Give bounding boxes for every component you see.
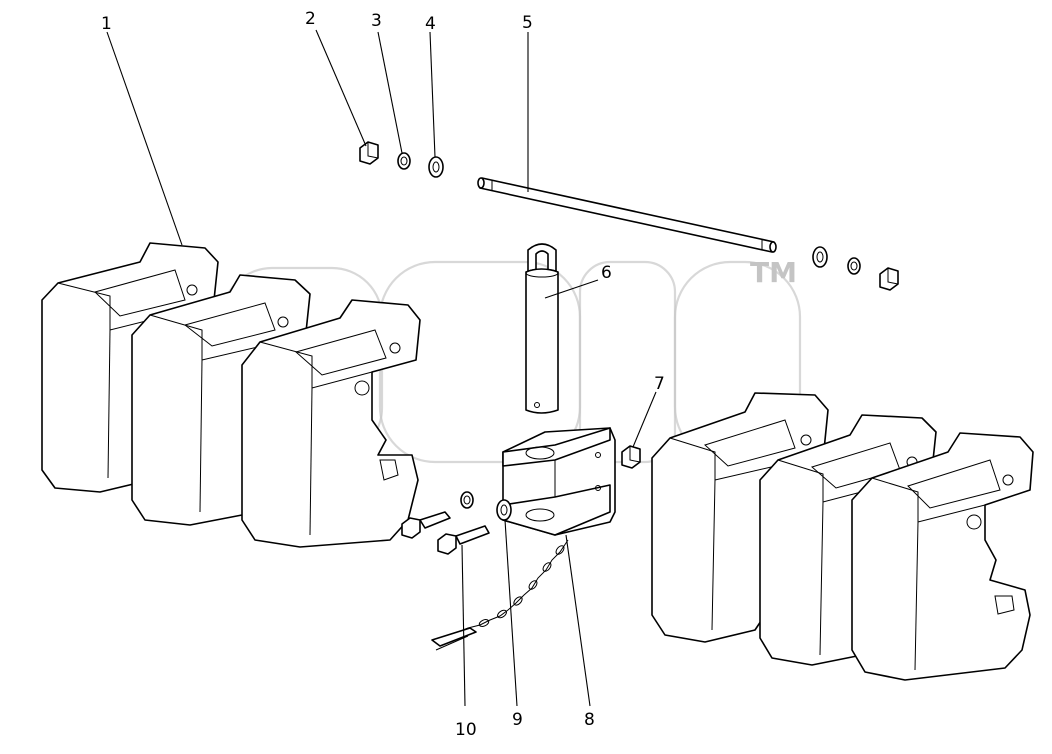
leader-4 [429,31,436,158]
lock-washer-part-3 [397,152,411,170]
washer-right [812,246,828,268]
callout-labels: 1 2 3 4 5 6 7 8 9 10 [101,9,665,740]
callout-7: 7 [654,374,665,394]
callout-4: 4 [425,14,436,34]
leader-7 [632,391,657,448]
leader-lines [106,29,657,707]
leader-6 [544,279,599,299]
nut-part-7 [621,445,641,469]
callout-10: 10 [455,720,477,740]
callout-1: 1 [101,14,112,34]
chain [431,539,569,651]
leader-1 [106,31,183,246]
callout-6: 6 [601,263,612,283]
leader-3 [377,31,403,154]
leader-9 [504,519,518,707]
weight-right-3 [851,432,1034,681]
bolt-upper [401,511,451,539]
lock-washer-right [847,257,861,275]
nut-right [879,267,899,291]
callout-9: 9 [512,710,523,730]
callout-5: 5 [522,13,533,33]
leader-2 [315,29,367,147]
rod-part-5 [477,177,777,253]
washer-part-4 [428,156,444,178]
pin-part-6 [525,243,559,414]
bracket-part-8 [502,427,616,536]
weight-left-3 [241,299,421,548]
bolt-part-10 [437,525,490,555]
lock-washer-lower [460,491,474,509]
washer-part-9 [496,499,512,521]
nut-part-2 [359,141,379,165]
callout-2: 2 [305,9,316,29]
callout-3: 3 [371,11,382,31]
leader-8 [565,534,591,707]
callout-8: 8 [584,710,595,730]
leader-10 [461,544,466,707]
watermark-tm: TM [750,256,797,289]
